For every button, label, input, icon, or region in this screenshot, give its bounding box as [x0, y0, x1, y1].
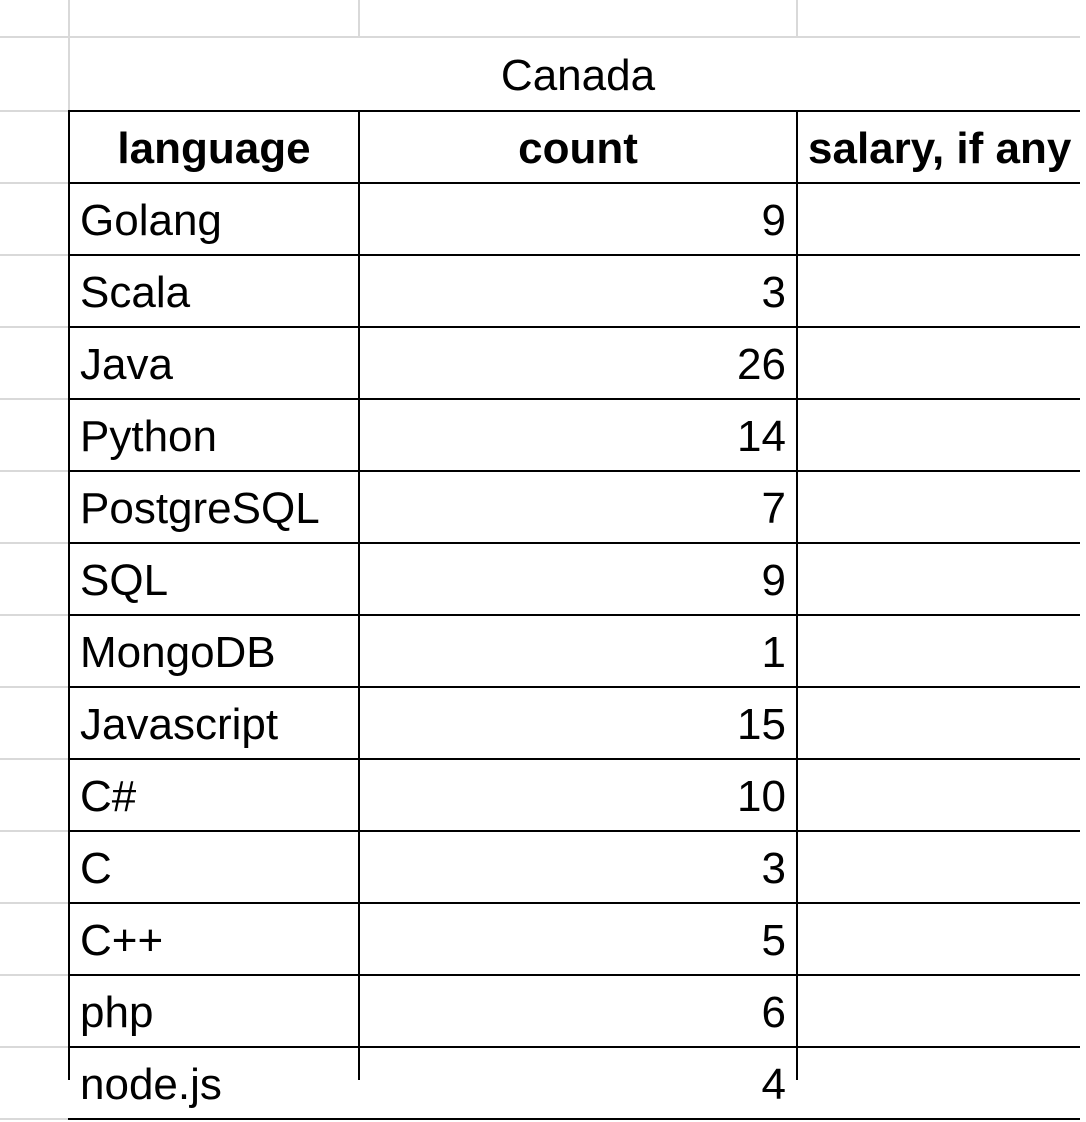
- table-border: [68, 614, 1080, 616]
- cell-language[interactable]: Scala: [80, 268, 191, 317]
- cell-count[interactable]: 4: [761, 1060, 786, 1109]
- cell-language[interactable]: PostgreSQL: [80, 484, 320, 533]
- table-border: [68, 1118, 1080, 1120]
- cell-count[interactable]: 9: [761, 196, 786, 245]
- column-header-language[interactable]: language: [117, 124, 311, 173]
- cell-salary[interactable]: [798, 976, 1080, 1046]
- gridline: [0, 614, 68, 616]
- table-border: [68, 470, 1080, 472]
- table-title[interactable]: Canada: [500, 51, 656, 100]
- gridline: [0, 1046, 68, 1048]
- gridline: [0, 326, 68, 328]
- cell-language[interactable]: Golang: [80, 196, 222, 245]
- cell-salary[interactable]: [798, 256, 1080, 326]
- column-header-count[interactable]: count: [518, 124, 638, 173]
- gridline: [0, 1118, 68, 1120]
- cell-count[interactable]: 15: [737, 700, 786, 749]
- cell-count[interactable]: 10: [737, 772, 786, 821]
- cell-language[interactable]: C: [80, 844, 112, 893]
- table-border: [68, 254, 1080, 256]
- cell-language[interactable]: Javascript: [80, 700, 279, 749]
- cell-language[interactable]: Java: [80, 340, 173, 389]
- cell-salary[interactable]: [798, 328, 1080, 398]
- cell-count[interactable]: 26: [737, 340, 786, 389]
- gridline: [0, 470, 68, 472]
- gridline: [0, 398, 68, 400]
- gridline: [0, 686, 68, 688]
- cell-count[interactable]: 3: [761, 844, 786, 893]
- gridline: [0, 974, 68, 976]
- table-border: [68, 1046, 1080, 1048]
- cell-salary[interactable]: [798, 1048, 1080, 1118]
- table-border: [796, 110, 798, 1080]
- table-border: [68, 974, 1080, 976]
- cell-count[interactable]: 14: [737, 412, 786, 461]
- cell-language[interactable]: node.js: [80, 1060, 222, 1109]
- cell-count[interactable]: 5: [761, 916, 786, 965]
- cell-salary[interactable]: [798, 544, 1080, 614]
- table-border: [68, 542, 1080, 544]
- gridline: [0, 758, 68, 760]
- gridline: [0, 110, 68, 112]
- gridline: [0, 254, 68, 256]
- cell-salary[interactable]: [798, 184, 1080, 254]
- cell-salary[interactable]: [798, 688, 1080, 758]
- cell-language[interactable]: php: [80, 988, 154, 1037]
- cell-count[interactable]: 7: [761, 484, 786, 533]
- cell-salary[interactable]: [798, 832, 1080, 902]
- cell-count[interactable]: 1: [761, 628, 786, 677]
- table-border: [358, 110, 360, 1080]
- gridline: [68, 0, 70, 110]
- gridline: [0, 542, 68, 544]
- gridline: [358, 0, 360, 37]
- cell-language[interactable]: C++: [80, 916, 164, 965]
- cell-language[interactable]: SQL: [80, 556, 169, 605]
- table-border: [68, 182, 1080, 184]
- cell-salary[interactable]: [798, 400, 1080, 470]
- gridline: [0, 902, 68, 904]
- cell-salary[interactable]: [798, 472, 1080, 542]
- table-border: [68, 110, 1080, 112]
- table-border: [68, 398, 1080, 400]
- table-border: [68, 758, 1080, 760]
- cell-salary[interactable]: [798, 904, 1080, 974]
- cell-salary[interactable]: [798, 616, 1080, 686]
- table-border: [68, 686, 1080, 688]
- table-border: [68, 830, 1080, 832]
- cell-salary[interactable]: [798, 760, 1080, 830]
- table-border: [68, 110, 70, 1080]
- cell-count[interactable]: 3: [761, 268, 786, 317]
- gridline: [0, 830, 68, 832]
- cell-count[interactable]: 6: [761, 988, 786, 1037]
- gridline: [796, 0, 798, 37]
- table-border: [68, 326, 1080, 328]
- cell-count[interactable]: 9: [761, 556, 786, 605]
- table-border: [68, 902, 1080, 904]
- cell-language[interactable]: MongoDB: [80, 628, 276, 677]
- cell-language[interactable]: C#: [80, 772, 137, 821]
- cell-language[interactable]: Python: [80, 412, 217, 461]
- gridline: [0, 36, 1080, 38]
- column-header-salary[interactable]: salary, if any: [808, 124, 1072, 173]
- gridline: [0, 182, 68, 184]
